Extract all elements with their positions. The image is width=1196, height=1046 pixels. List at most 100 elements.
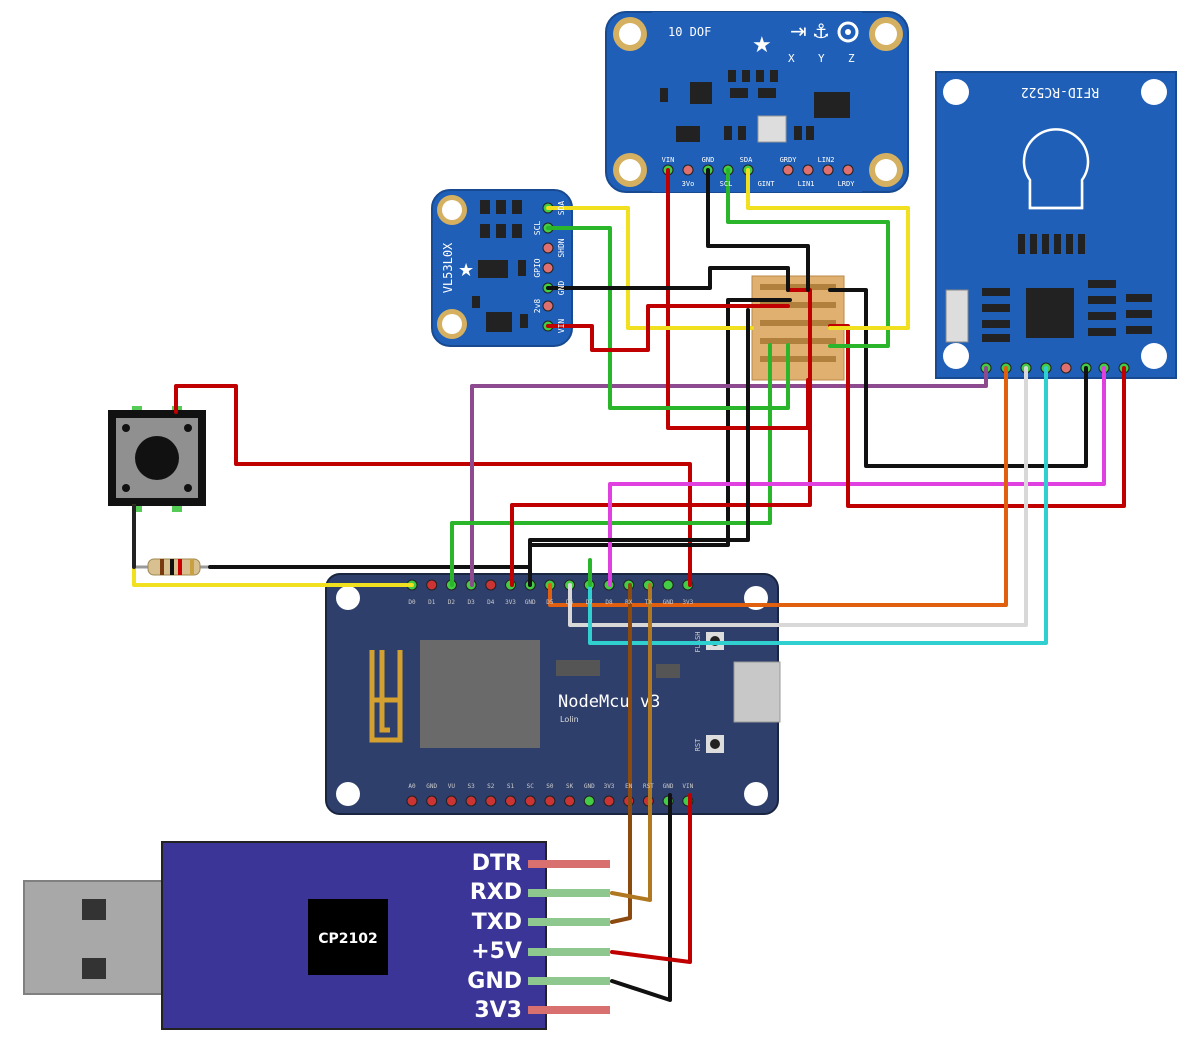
nodemcu-top-pin-label: 3V3 bbox=[682, 599, 693, 606]
smd-components bbox=[472, 200, 528, 328]
pin-label-dtr: DTR bbox=[472, 851, 522, 876]
wire-black bbox=[706, 168, 810, 292]
mount-hole bbox=[442, 200, 462, 220]
mount-hole bbox=[875, 159, 897, 181]
mount-hole bbox=[336, 586, 360, 610]
nodemcu-bottom-pin-label: GND bbox=[584, 783, 595, 790]
nodemcu-top-pin-label: TX bbox=[645, 599, 653, 606]
pin-label-gnd: GND bbox=[467, 969, 522, 994]
mount-hole bbox=[1141, 79, 1167, 105]
header-pin-rxd bbox=[528, 889, 610, 897]
mount-hole bbox=[619, 23, 641, 45]
imu-pin bbox=[782, 164, 794, 176]
nodemcu-board: FLASH RST NodeMcu v3 Lolin bbox=[325, 573, 781, 815]
nodemcu-bottom-pin bbox=[406, 795, 418, 807]
header-pin-5v bbox=[528, 948, 610, 956]
nodemcu-bottom-pin bbox=[485, 795, 497, 807]
button-dot bbox=[184, 484, 192, 492]
tof-pin-label: SCL bbox=[533, 221, 542, 236]
rfid-header-pads bbox=[1018, 234, 1085, 254]
regulator-chip bbox=[676, 126, 700, 142]
nodemcu-top-pin-label: D7 bbox=[586, 599, 594, 606]
nodemcu-bottom-pin bbox=[465, 795, 477, 807]
tof-pin-label: GND bbox=[557, 281, 566, 296]
imu-pin-label: LIN2 bbox=[818, 156, 835, 164]
rst-label: RST bbox=[694, 738, 702, 751]
header-pin-dtr bbox=[528, 860, 610, 868]
tof-pin-label: 2v8 bbox=[533, 299, 542, 314]
nodemcu-top-pin-label: D3 bbox=[467, 599, 475, 606]
resistor-band bbox=[160, 559, 164, 575]
axis-arrow-icon: ⇥ bbox=[790, 19, 807, 43]
tof-pin bbox=[542, 242, 554, 254]
nodemcu-bottom-pin bbox=[564, 795, 576, 807]
imu-pin-label: VIN bbox=[662, 156, 675, 164]
usb-plug-contact bbox=[82, 958, 106, 979]
wire-green bbox=[450, 343, 772, 587]
imu-title: 10 DOF bbox=[668, 25, 711, 39]
mount-hole bbox=[336, 782, 360, 806]
button-dot bbox=[184, 424, 192, 432]
ic-chip bbox=[814, 92, 850, 118]
wire-black bbox=[546, 266, 790, 292]
wire-green bbox=[726, 168, 890, 348]
nodemcu-bottom-pin-label: S0 bbox=[546, 783, 554, 790]
imu-pin-label: SDA bbox=[740, 156, 753, 164]
rotation-icon bbox=[837, 21, 859, 43]
anchor-icon: ⚓ bbox=[812, 19, 830, 43]
wire-red bbox=[510, 288, 812, 587]
nodemcu-top-pin-label: D5 bbox=[546, 599, 554, 606]
mount-hole bbox=[875, 23, 897, 45]
nodemcu-bottom-pin bbox=[426, 795, 438, 807]
rfid-pin bbox=[1060, 362, 1072, 374]
nodemcu-bottom-pin-label: EN bbox=[625, 783, 633, 790]
pin-label-5v: +5V bbox=[471, 939, 522, 964]
nodemcu-bottom-pin bbox=[583, 795, 595, 807]
nodemcu-bottom-pin-label: S1 bbox=[507, 783, 515, 790]
pin-label-rxd: RXD bbox=[470, 880, 522, 905]
button-dot bbox=[122, 424, 130, 432]
nodemcu-top-pin-label: D1 bbox=[428, 599, 436, 606]
button-cap[interactable] bbox=[135, 436, 179, 480]
rst-button-knob[interactable] bbox=[710, 739, 720, 749]
rfid-antenna-outline bbox=[1022, 128, 1090, 210]
button-dot bbox=[122, 484, 130, 492]
header-pin-txd bbox=[528, 918, 610, 926]
wires bbox=[132, 168, 1126, 1002]
tof-pin-label: SHDN bbox=[557, 238, 566, 257]
usb-pin-labels: DTR RXD TXD +5V GND 3V3 bbox=[467, 851, 522, 1023]
nodemcu-top-pin bbox=[662, 579, 674, 591]
push-button[interactable] bbox=[108, 406, 206, 512]
nodemcu-subtitle: Lolin bbox=[560, 715, 579, 724]
nodemcu-bottom-pin bbox=[603, 795, 615, 807]
nodemcu-top-pin-label: 3V3 bbox=[505, 599, 516, 606]
nodemcu-bottom-pin-label: 3V3 bbox=[604, 783, 615, 790]
imu-pin-label: 3Vo bbox=[682, 180, 695, 188]
nodemcu-bottom-pin-label: A0 bbox=[408, 783, 416, 790]
wire-black bbox=[528, 308, 750, 587]
rfid-rc522-board: RFID-RC522 bbox=[935, 71, 1177, 379]
header-pin-3v3 bbox=[528, 1006, 610, 1014]
imu-pin-labels: VIN GND SCL SDA GRDY LIN2 3Vo GINT LIN1 … bbox=[662, 156, 856, 188]
nodemcu-bottom-pin bbox=[524, 795, 536, 807]
imu-pin-label: GINT bbox=[758, 180, 776, 188]
imu-pin-label: SCL bbox=[720, 180, 733, 188]
tof-pin-label: VIN bbox=[557, 319, 566, 334]
imu-pin bbox=[682, 164, 694, 176]
nodemcu-bottom-pin-label: SC bbox=[527, 783, 535, 790]
micro-usb-port bbox=[733, 661, 781, 723]
usb-plug-contact bbox=[82, 899, 106, 920]
wire-cyan bbox=[588, 366, 1048, 645]
mount-hole bbox=[442, 314, 462, 334]
wire-green bbox=[546, 226, 790, 410]
nodemcu-bottom-pin-label: RST bbox=[643, 783, 654, 790]
tof-pin-label: GPIO bbox=[533, 258, 542, 277]
tof-pin bbox=[542, 262, 554, 274]
mount-hole bbox=[619, 159, 641, 181]
nodemcu-bottom-pin-label: VIN bbox=[682, 783, 693, 790]
resistor bbox=[134, 558, 210, 576]
usb-header-pins bbox=[528, 860, 610, 1014]
nodemcu-pcb bbox=[325, 573, 779, 815]
imu-pin bbox=[842, 164, 854, 176]
